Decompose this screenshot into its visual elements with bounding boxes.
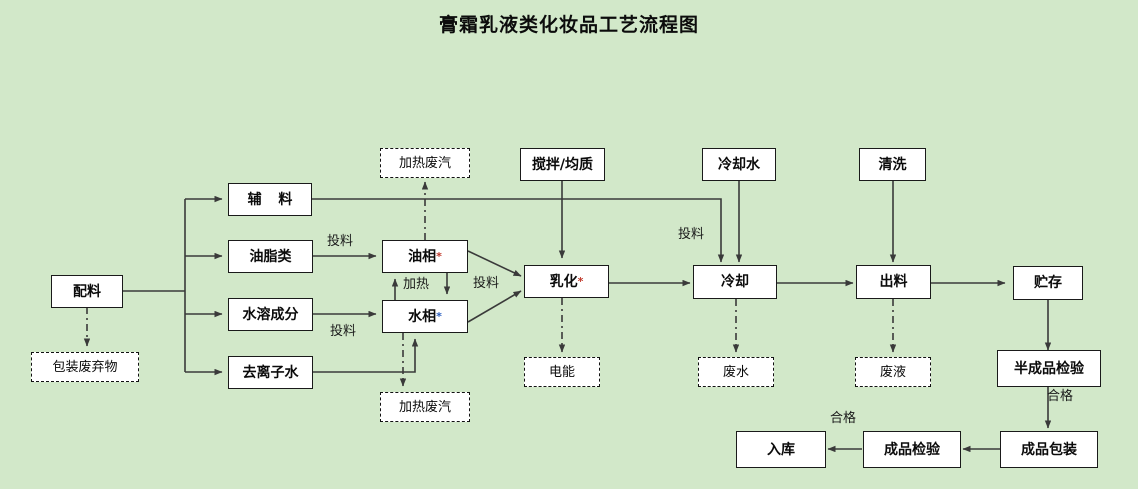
star-marker-ruhua: * xyxy=(577,275,584,288)
node-peiliao[interactable]: 配料 xyxy=(51,275,123,308)
node-jiare-feiqi-bottom[interactable]: 加热废汽 xyxy=(380,392,470,422)
node-jiaoban-junzhi[interactable]: 搅拌/均质 xyxy=(520,148,605,181)
node-quilizishui[interactable]: 去离子水 xyxy=(228,356,313,389)
node-ruhua-label: 乳化 xyxy=(549,273,578,290)
node-shuixiang[interactable]: 水相* xyxy=(382,300,468,333)
node-zhucun[interactable]: 贮存 xyxy=(1013,266,1083,300)
node-chengpin-baozhuang[interactable]: 成品包装 xyxy=(1000,431,1098,468)
node-chuliao[interactable]: 出料 xyxy=(856,265,931,299)
node-feishui[interactable]: 废水 xyxy=(698,357,774,387)
page-title: 膏霜乳液类化妆品工艺流程图 xyxy=(438,14,699,36)
edge-label-touliao-lengque: 投料 xyxy=(678,227,705,242)
edge-label-hege-chengpin: 合格 xyxy=(830,411,857,426)
edge-label-touliao-shuirong: 投料 xyxy=(330,324,357,339)
node-shuixiang-label: 水相 xyxy=(408,308,437,325)
node-qingxi[interactable]: 清洗 xyxy=(859,148,926,181)
node-chengpin-jianyan[interactable]: 成品检验 xyxy=(863,431,961,468)
node-baozhuang-feiqiwu[interactable]: 包装废弃物 xyxy=(31,352,139,382)
node-bancheng-jianyan[interactable]: 半成品检验 xyxy=(997,350,1101,387)
node-fuliao[interactable]: 辅 料 xyxy=(228,183,312,216)
edge-label-touliao-youzhilei: 投料 xyxy=(327,234,354,249)
star-marker-blue: * xyxy=(436,310,442,323)
node-shuirong-chengfen[interactable]: 水溶成分 xyxy=(228,298,313,331)
node-youzhilei[interactable]: 油脂类 xyxy=(228,240,313,273)
edge-label-jiare: 加热 xyxy=(403,277,430,292)
node-jiare-feiqi-top[interactable]: 加热废汽 xyxy=(380,148,470,178)
node-youxiang[interactable]: 油相* xyxy=(382,240,468,273)
node-diangneng[interactable]: 电能 xyxy=(524,357,600,387)
edge-label-touliao-ruhua: 投料 xyxy=(473,276,500,291)
node-lengque[interactable]: 冷却 xyxy=(693,265,777,299)
node-ruku[interactable]: 入库 xyxy=(736,431,826,468)
star-marker-red: * xyxy=(436,250,442,263)
edge-label-hege-bancheng: 合格 xyxy=(1047,389,1074,404)
node-youxiang-label: 油相 xyxy=(408,248,437,265)
node-ruhua[interactable]: 乳化* xyxy=(524,265,609,298)
node-lengqueshui[interactable]: 冷却水 xyxy=(702,148,776,181)
node-feiye[interactable]: 废液 xyxy=(855,357,931,387)
